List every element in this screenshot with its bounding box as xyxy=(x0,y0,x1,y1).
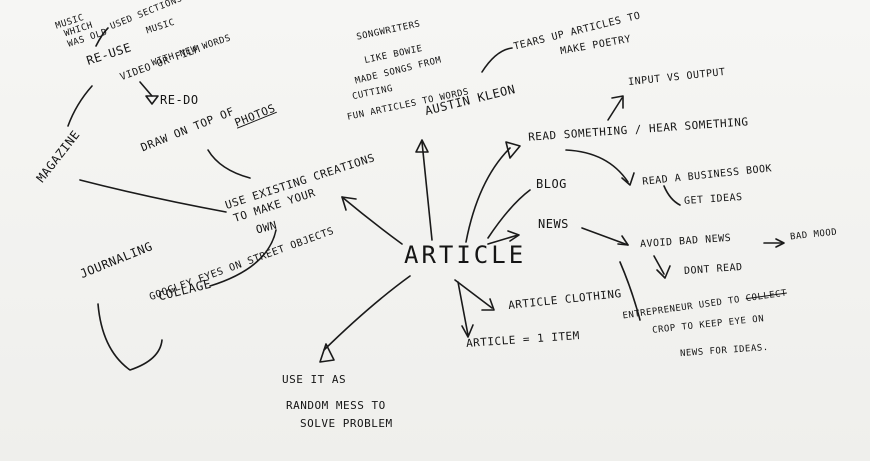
arrowhead-random-mess xyxy=(319,343,335,363)
connector-book-to-ideas xyxy=(663,185,681,206)
center-node-article: Article xyxy=(404,241,527,269)
connector-center-to-random-mess xyxy=(323,275,411,351)
arrowhead-mood xyxy=(775,238,785,248)
connector-use-existing-to-magazine xyxy=(79,179,227,213)
node-news: News xyxy=(538,217,569,231)
arrowhead-item xyxy=(461,324,474,338)
connector-news-to-avoid xyxy=(581,227,629,246)
connector-read-to-book xyxy=(565,149,629,183)
arrowhead-avoid xyxy=(617,235,629,246)
arrowhead-news xyxy=(507,230,520,242)
node-redo: re-do xyxy=(160,93,199,107)
arrowhead-redo xyxy=(145,95,159,105)
connector-own-to-collage xyxy=(209,229,277,287)
connector-center-to-read xyxy=(465,147,511,243)
arrowhead-songwriters xyxy=(415,139,429,153)
connector-center-to-item xyxy=(457,281,469,336)
arrowhead-input xyxy=(611,95,624,109)
connector-center-to-news xyxy=(487,234,519,245)
node-random-mess: random mess to xyxy=(286,399,386,412)
arrowhead-read xyxy=(505,141,521,159)
node-use-it-as: use it as xyxy=(282,373,347,386)
connector-journaling-to-googley xyxy=(97,303,163,371)
connector-center-to-use-existing xyxy=(341,196,403,245)
node-solve-problem: solve problem xyxy=(300,417,393,430)
node-blog: Blog xyxy=(536,177,567,191)
connector-read-to-input xyxy=(607,97,623,121)
connector-austin-to-tears xyxy=(481,47,513,73)
connector-use-existing-to-photos xyxy=(207,149,251,179)
connector-reuse-to-music xyxy=(95,27,109,47)
arrowhead-book xyxy=(621,172,635,186)
connector-center-to-blog xyxy=(487,189,531,239)
arrowhead-clothing xyxy=(481,298,495,311)
connector-avoid-to-dontread xyxy=(653,255,665,275)
arrowhead-dontread xyxy=(656,265,671,279)
arrowhead-use-existing xyxy=(341,196,357,211)
connector-center-to-clothing xyxy=(454,279,493,309)
connector-reuse-to-redo xyxy=(139,81,153,97)
connector-news-to-entrepreneur xyxy=(619,261,641,321)
connector-center-to-songwriters xyxy=(421,141,433,241)
connector-magazine-to-reuse xyxy=(67,85,93,127)
